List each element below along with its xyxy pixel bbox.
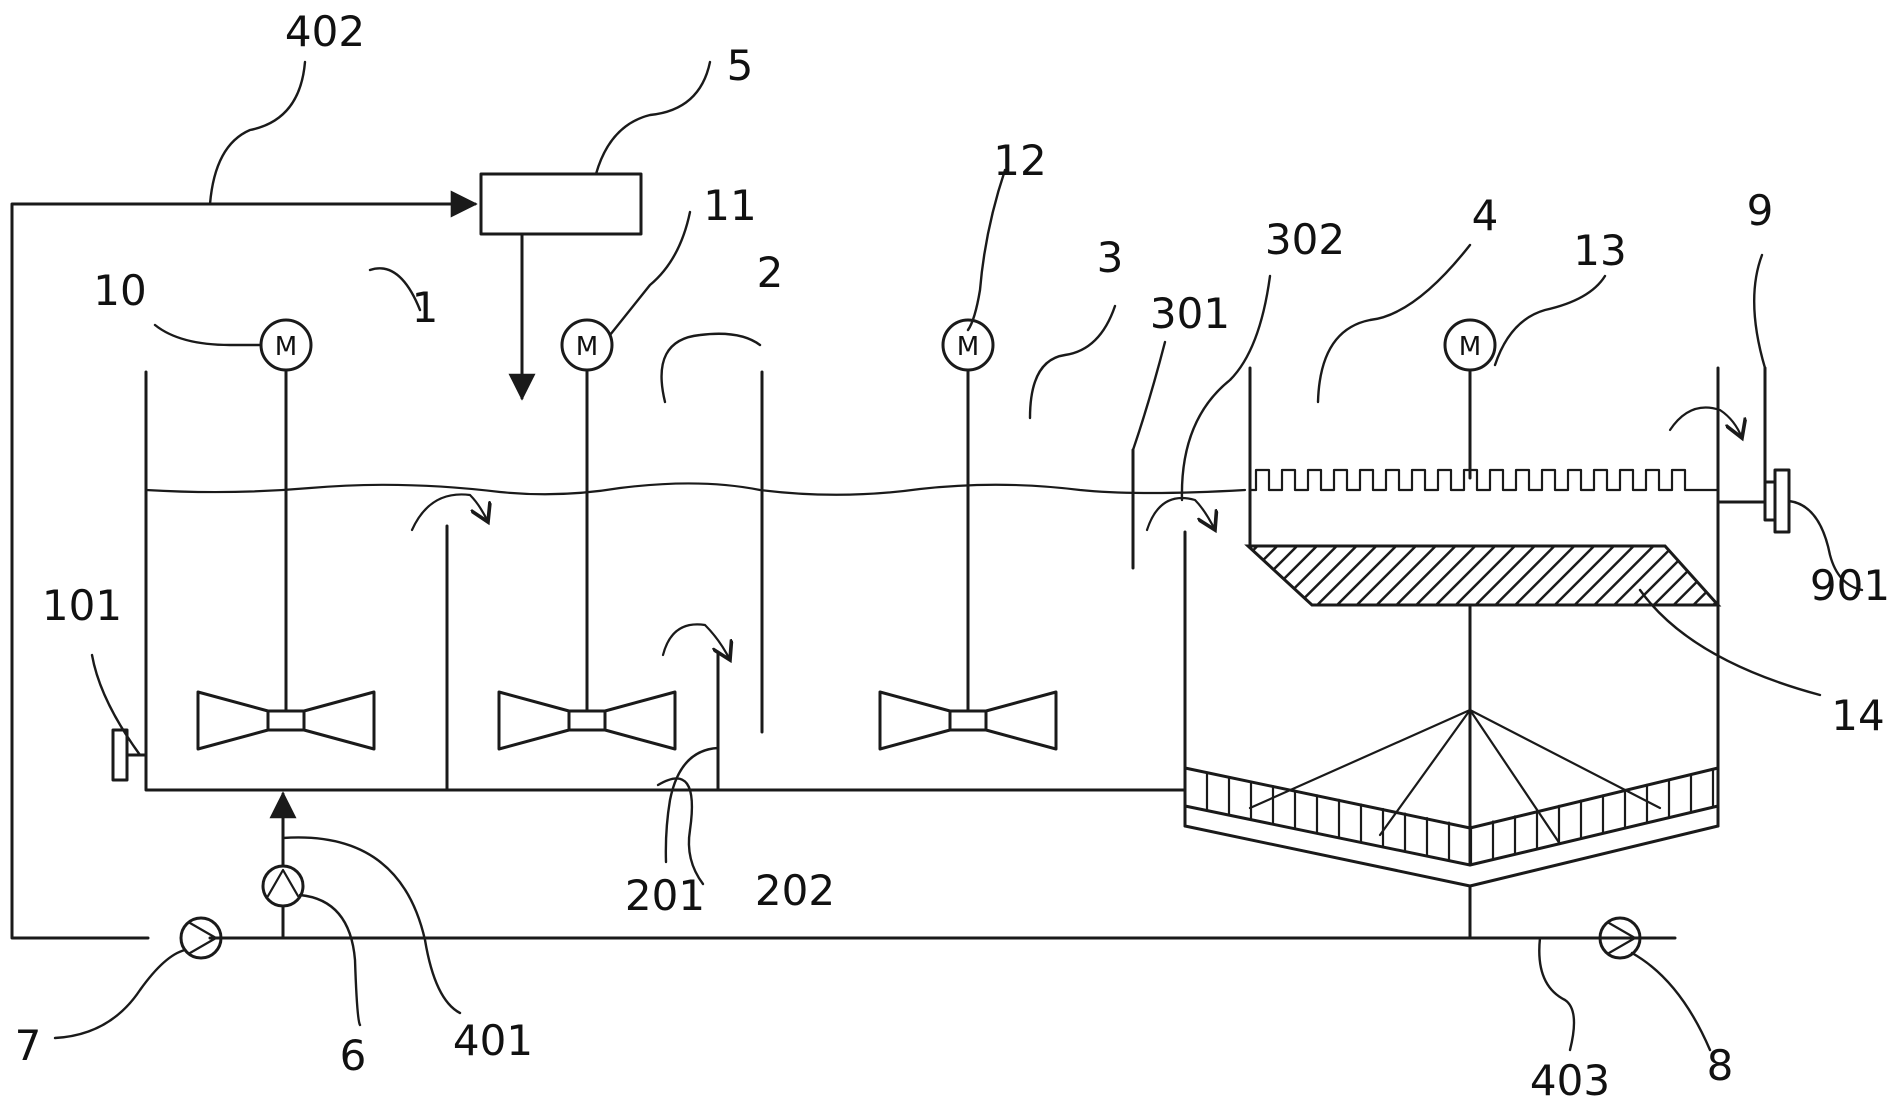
label-402: 402 — [285, 7, 365, 56]
pump-6 — [261, 864, 305, 908]
labels: 402 5 11 12 10 1 2 3 301 302 4 13 9 901 … — [15, 7, 1890, 1105]
label-403: 403 — [1530, 1056, 1610, 1105]
motor-13: M — [1443, 318, 1497, 372]
label-9: 9 — [1747, 186, 1774, 235]
agitator-10: M — [196, 318, 376, 751]
outlet-channel-9 — [1716, 366, 1791, 534]
pump-8 — [1598, 916, 1642, 960]
motor-symbol: M — [957, 332, 979, 362]
label-3: 3 — [1097, 233, 1124, 282]
inclined-plates-14 — [1244, 544, 1722, 607]
agitator-11: M — [497, 318, 677, 751]
label-8: 8 — [1707, 1041, 1734, 1090]
label-302: 302 — [1265, 215, 1345, 264]
settling-tank-4 — [1183, 366, 1720, 940]
motor-symbol: M — [576, 332, 598, 362]
pump-7 — [179, 916, 223, 960]
label-5: 5 — [727, 41, 754, 90]
label-2: 2 — [757, 248, 784, 297]
label-14: 14 — [1831, 691, 1884, 740]
label-10: 10 — [93, 266, 146, 315]
recycle-line-402 — [10, 190, 478, 940]
outlet-valve-101 — [111, 728, 148, 782]
agitator-12: M — [878, 318, 1058, 751]
label-1: 1 — [412, 283, 439, 332]
leader-lines — [53, 60, 1864, 1052]
motor-symbol: M — [1459, 332, 1481, 362]
label-901: 901 — [1810, 561, 1890, 610]
label-11: 11 — [703, 181, 756, 230]
motor-symbol: M — [275, 332, 297, 362]
label-7: 7 — [15, 1021, 42, 1070]
reaction-tank — [144, 370, 1247, 792]
label-201: 201 — [625, 871, 705, 920]
label-4: 4 — [1472, 191, 1499, 240]
grid-top-edge — [1183, 766, 1720, 830]
label-401: 401 — [453, 1016, 533, 1065]
label-13: 13 — [1573, 226, 1626, 275]
flow-arrows — [410, 406, 1742, 661]
label-12: 12 — [993, 136, 1046, 185]
label-6: 6 — [340, 1031, 367, 1080]
label-101: 101 — [42, 581, 122, 630]
label-301: 301 — [1150, 289, 1230, 338]
dosing-unit-5 — [479, 172, 643, 401]
label-202: 202 — [755, 866, 835, 915]
filter-grid — [1183, 766, 1720, 866]
scraper-arms — [1248, 708, 1662, 867]
serrated-weir — [1248, 468, 1720, 492]
